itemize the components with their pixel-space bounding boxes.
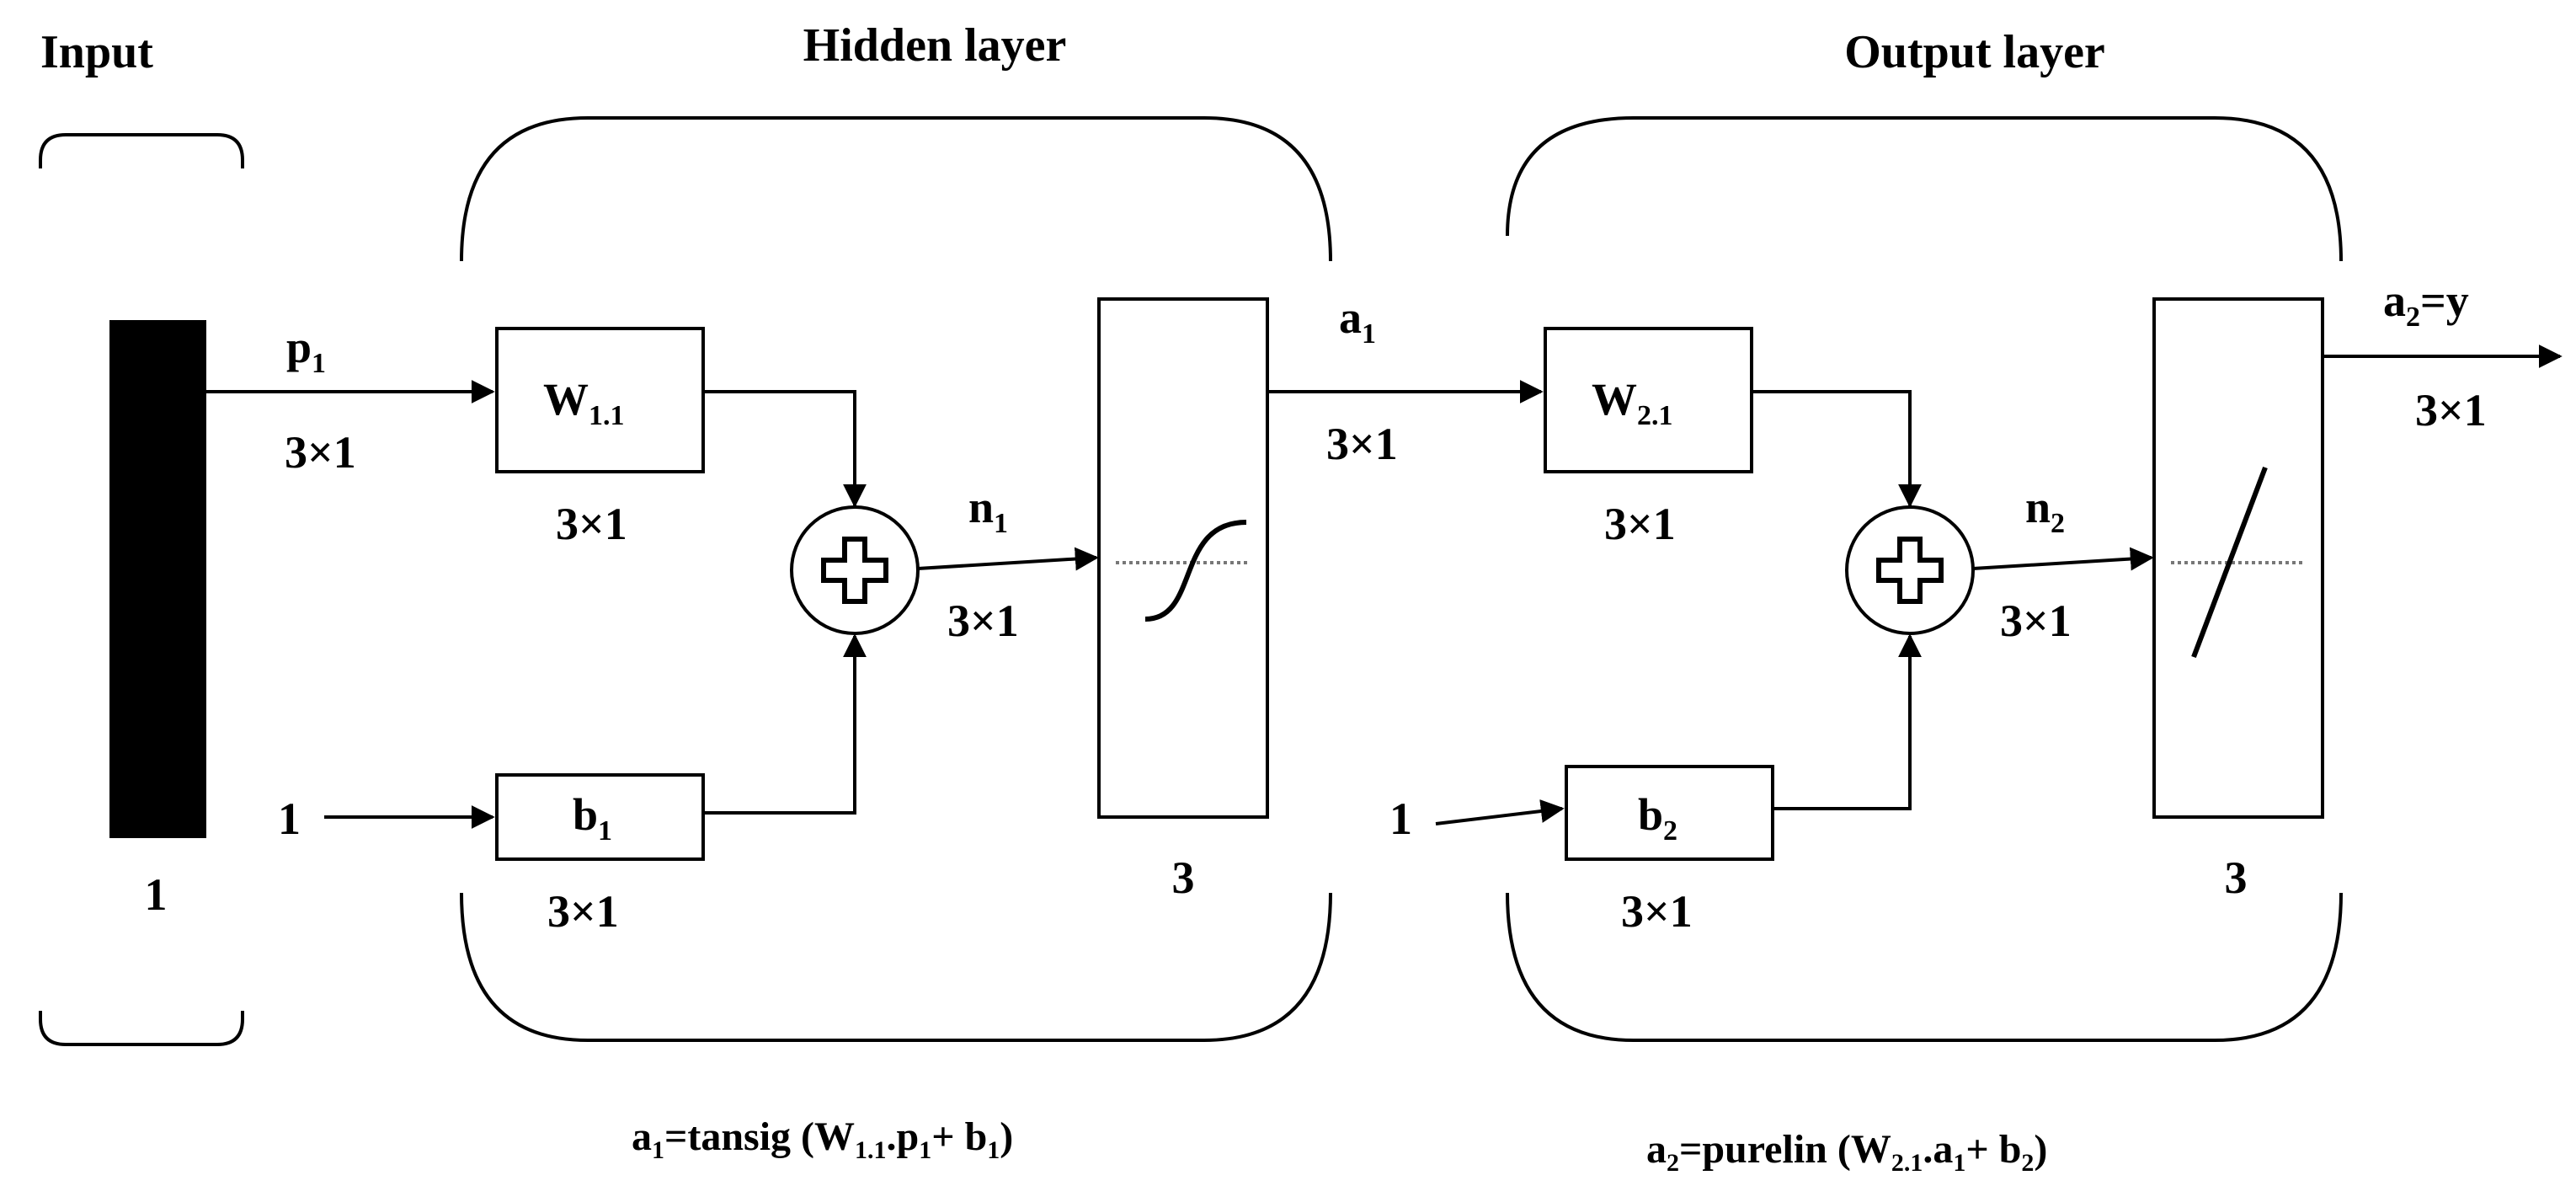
input-vector-bar (109, 320, 206, 838)
hidden-layer-title: Hidden layer (803, 19, 1067, 72)
input-size-label: 1 (145, 869, 168, 920)
summation-plus-icon (1876, 537, 1944, 604)
output-neurons-label: 3 (2225, 852, 2248, 903)
output-bias-input-label: 1 (1389, 793, 1412, 844)
b1-bias-box (495, 773, 705, 861)
output-transfer-box (2152, 297, 2324, 819)
output-bracket-top (1506, 116, 2343, 262)
w21-dim-label: 3×1 (1604, 499, 1676, 549)
a1-dim-label: 3×1 (1326, 419, 1398, 469)
purelin-line-icon (2191, 466, 2268, 659)
p1-label: p1 (286, 322, 326, 379)
b1-label: b1 (573, 789, 612, 847)
a2-dim-label: 3×1 (2415, 385, 2487, 435)
w11-dim-label: 3×1 (556, 499, 627, 549)
w11-to-sum-arrow (703, 390, 867, 508)
output-equation: a2=purelin (W2.1.a1+ b2) (1646, 1127, 2047, 1177)
w21-weight-box (1544, 327, 1753, 473)
n1-dim-label: 3×1 (947, 596, 1019, 646)
a2-label: a2=y (2383, 275, 2469, 333)
bias2-input-arrow (1435, 799, 1565, 825)
summation-plus-icon (821, 537, 888, 604)
input-bracket-bottom (39, 1011, 244, 1046)
w21-to-sum-arrow (1752, 390, 1922, 508)
w11-weight-box (495, 327, 705, 473)
hidden-transfer-box (1097, 297, 1269, 819)
tansig-curve-icon (1144, 520, 1247, 622)
a1-label: a1 (1339, 292, 1376, 350)
n2-dim-label: 3×1 (2000, 596, 2072, 646)
w21-label: W2.1 (1592, 374, 1673, 431)
b2-to-sum-arrow (1773, 633, 1922, 810)
input-bracket-top (39, 133, 244, 168)
p1-dim-label: 3×1 (285, 427, 356, 478)
hidden-bracket-bottom (460, 892, 1332, 1042)
n1-arrow (917, 547, 1099, 571)
hidden-sum-node (790, 505, 920, 635)
hidden-equation: a1=tansig (W1.1.p1+ b1) (632, 1114, 1013, 1164)
b1-dim-label: 3×1 (547, 886, 619, 937)
w11-label: W1.1 (543, 374, 625, 431)
hidden-neurons-label: 3 (1172, 852, 1195, 903)
n1-label: n1 (968, 482, 1008, 539)
n2-label: n2 (2025, 482, 2065, 539)
output-layer-title: Output layer (1844, 26, 2105, 78)
b2-label: b2 (1638, 789, 1677, 847)
hidden-bias-input-label: 1 (278, 793, 301, 844)
output-sum-node (1845, 505, 1975, 635)
input-title: Input (40, 26, 153, 78)
b2-bias-box (1565, 765, 1774, 861)
b1-to-sum-arrow (703, 633, 867, 815)
output-bracket-bottom (1506, 892, 2343, 1042)
hidden-bracket-top (460, 116, 1332, 262)
n2-arrow (1972, 547, 2154, 571)
b2-dim-label: 3×1 (1621, 886, 1693, 937)
